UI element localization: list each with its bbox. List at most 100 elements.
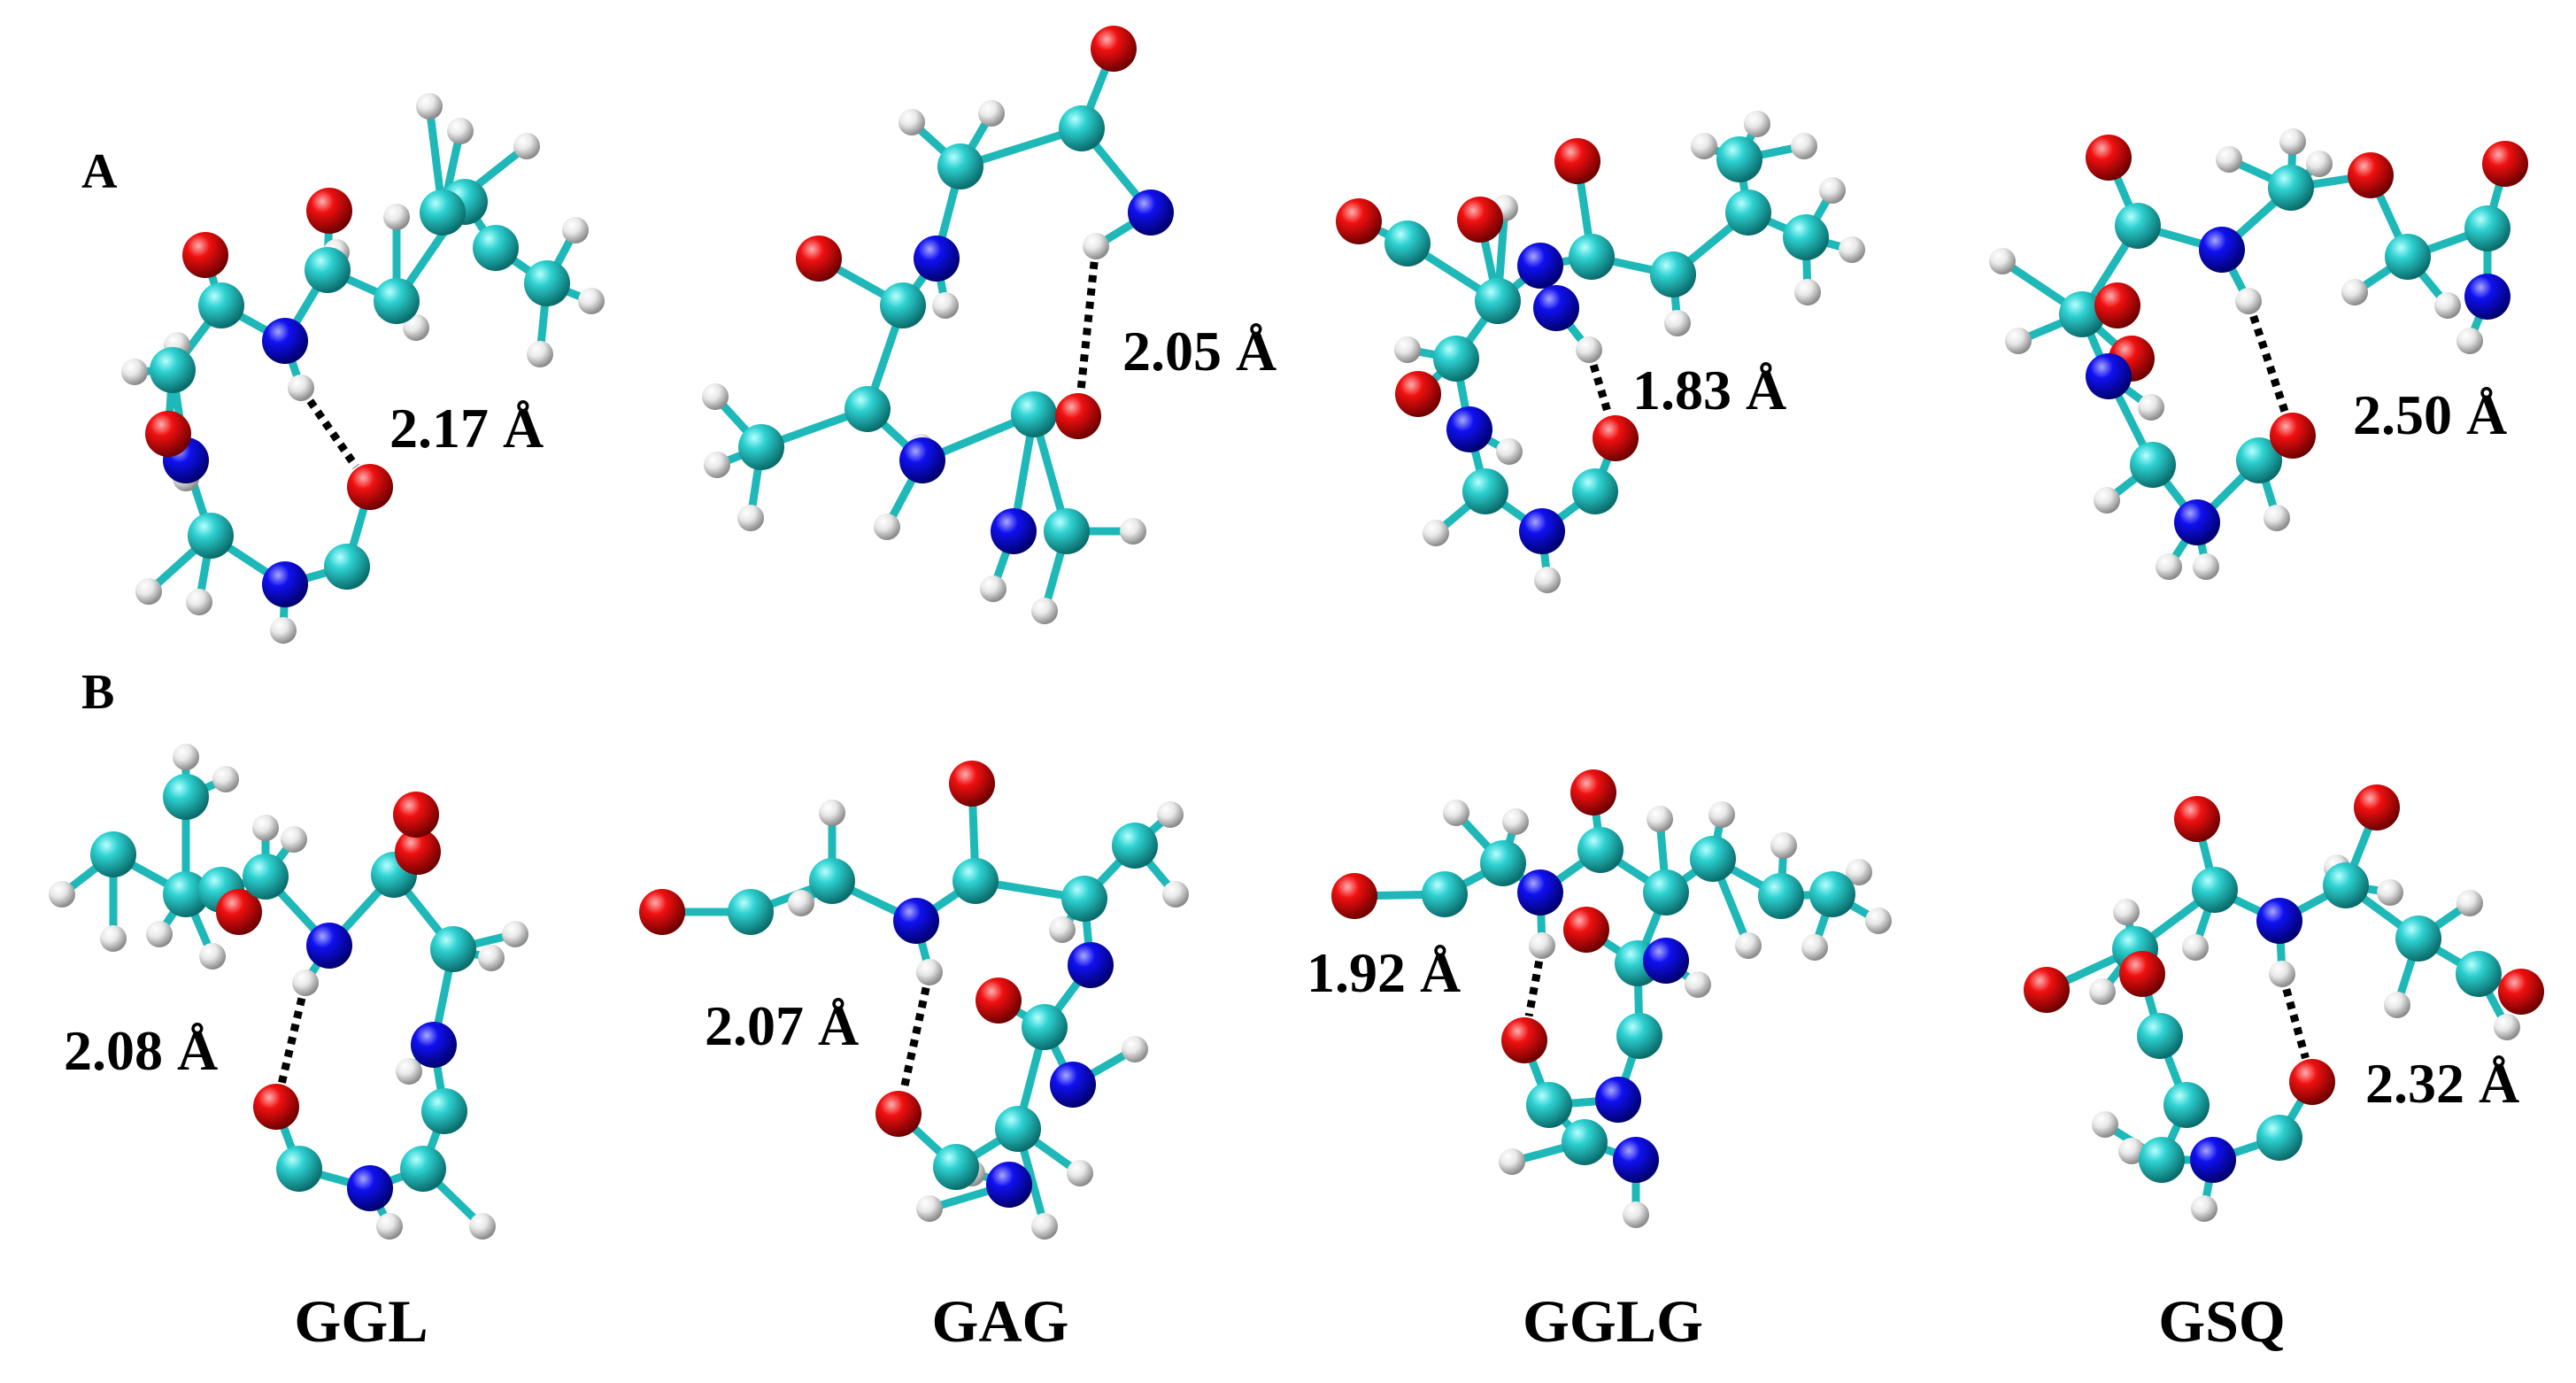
hydrogen-atom: [1067, 1160, 1093, 1186]
hydrogen-atom: [2191, 1195, 2217, 1222]
carbon-atom: [420, 189, 466, 236]
carbon-atom: [953, 858, 999, 904]
nitrogen-atom: [1050, 1062, 1096, 1108]
hydrogen-atom: [2005, 328, 2032, 354]
hydrogen-atom: [173, 744, 199, 770]
hydrogen-atom: [100, 925, 127, 952]
oxygen-atom: [2086, 135, 2132, 181]
distance-label-b-gsq: 2.32 Å: [2365, 1052, 2519, 1115]
carbon-atom: [1059, 105, 1105, 151]
oxygen-atom: [253, 1084, 299, 1130]
hydrogen-atom: [396, 1058, 422, 1085]
hydrogen-atom: [403, 314, 429, 341]
distance-label-b-gglg: 1.92 Å: [1307, 941, 1461, 1004]
hydrogen-atom: [1031, 1213, 1058, 1240]
carbon-atom: [1643, 869, 1689, 916]
hydrogen-atom: [121, 359, 148, 385]
carbon-atom: [524, 260, 570, 306]
hydrogen-atom: [1865, 908, 1892, 934]
carbon-atom: [1526, 1082, 1572, 1128]
carbon-atom: [738, 424, 784, 470]
oxygen-atom: [796, 236, 842, 282]
oxygen-atom: [1457, 197, 1503, 243]
hydrogen-atom: [288, 375, 314, 401]
carbon-atom: [937, 143, 983, 189]
carbon-atom: [2256, 1115, 2302, 1161]
hydrogen-bond-dashed-line: [1076, 261, 1099, 392]
hydrogen-atom: [1122, 1036, 1148, 1062]
hydrogen-bond-dashed-line: [2282, 988, 2310, 1060]
carbon-atom: [845, 386, 891, 432]
hydrogen-atom: [2306, 151, 2333, 177]
carbon-atom: [1022, 1004, 1068, 1050]
hydrogen-atom: [416, 93, 443, 120]
molecule-b-gag: [639, 761, 1189, 1240]
hydrogen-atom: [702, 383, 729, 410]
hydrogen-atom: [376, 1213, 403, 1240]
oxygen-atom: [1593, 415, 1639, 461]
hydrogen-atom: [469, 1213, 496, 1240]
row-label-b: B: [81, 665, 114, 720]
carbon-atom: [276, 1146, 322, 1192]
nitrogen-atom: [1613, 1137, 1659, 1183]
hydrogen-atom: [1083, 233, 1109, 259]
carbon-atom: [1112, 823, 1158, 869]
hydrogen-atom: [2235, 288, 2262, 314]
hydrogen-atom: [916, 1195, 943, 1222]
hydrogen-atom: [578, 288, 605, 314]
hydrogen-atom: [1770, 832, 1797, 859]
nitrogen-atom: [893, 898, 939, 944]
carbon-atom: [1616, 1013, 1662, 1059]
carbon-atom: [880, 282, 926, 328]
carbon-atom: [198, 282, 244, 328]
oxygen-atom: [976, 977, 1022, 1024]
oxygen-atom: [306, 188, 352, 234]
hydrogen-atom: [146, 921, 173, 947]
oxygen-atom: [395, 829, 441, 875]
nitrogen-atom: [1068, 942, 1114, 988]
hydrogen-atom: [2269, 961, 2295, 987]
carbon-atom: [1422, 871, 1468, 917]
hydrogen-atom: [2089, 978, 2116, 1005]
nitrogen-atom: [2256, 898, 2302, 944]
oxygen-atom: [2270, 413, 2316, 459]
molecule-a-gsq: [1989, 128, 2528, 580]
hydrogen-bond-dashed-line: [1589, 363, 1613, 416]
carbon-atom: [2130, 442, 2176, 488]
peptide-label-ggl: GGL: [294, 1287, 428, 1355]
nitrogen-atom: [1517, 869, 1563, 916]
nitrogen-atom: [1517, 243, 1563, 289]
oxygen-atom: [1395, 371, 1441, 417]
nitrogen-atom: [986, 1162, 1032, 1208]
hydrogen-atom: [1708, 801, 1735, 828]
distance-label-a-gglg: 1.83 Å: [1632, 359, 1786, 421]
carbon-atom: [1650, 251, 1696, 297]
carbon-atom: [2323, 862, 2369, 908]
hydrogen-atom: [2384, 992, 2410, 1018]
nitrogen-atom: [2190, 1137, 2236, 1183]
nitrogen-atom: [1446, 406, 1492, 452]
nitrogen-atom: [411, 1022, 457, 1068]
oxygen-atom: [1554, 138, 1600, 184]
hydrogen-atom: [1499, 1148, 1525, 1175]
oxygen-atom: [2174, 796, 2220, 842]
hydrogen-atom: [212, 766, 239, 792]
hydrogen-atom: [527, 341, 553, 367]
carbon-atom: [1716, 136, 1762, 182]
carbon-atom: [995, 1106, 1041, 1152]
carbon-atom: [1462, 468, 1508, 514]
carbon-atom: [2059, 291, 2105, 337]
hydrogen-atom: [1839, 236, 1865, 263]
molecule-b-ggl: [49, 744, 528, 1240]
hydrogen-atom: [1664, 310, 1691, 336]
nitrogen-atom: [262, 561, 308, 607]
oxygen-atom: [1501, 1017, 1547, 1063]
oxygen-atom: [2498, 969, 2544, 1015]
nitrogen-atom: [2199, 227, 2245, 273]
carbon-atom: [2137, 1013, 2183, 1059]
row-label-a: A: [81, 144, 118, 199]
hydrogen-atom: [1049, 916, 1076, 943]
carbon-atom: [1690, 836, 1736, 882]
hydrogen-atom: [1529, 932, 1555, 959]
carbon-atom: [728, 889, 774, 935]
